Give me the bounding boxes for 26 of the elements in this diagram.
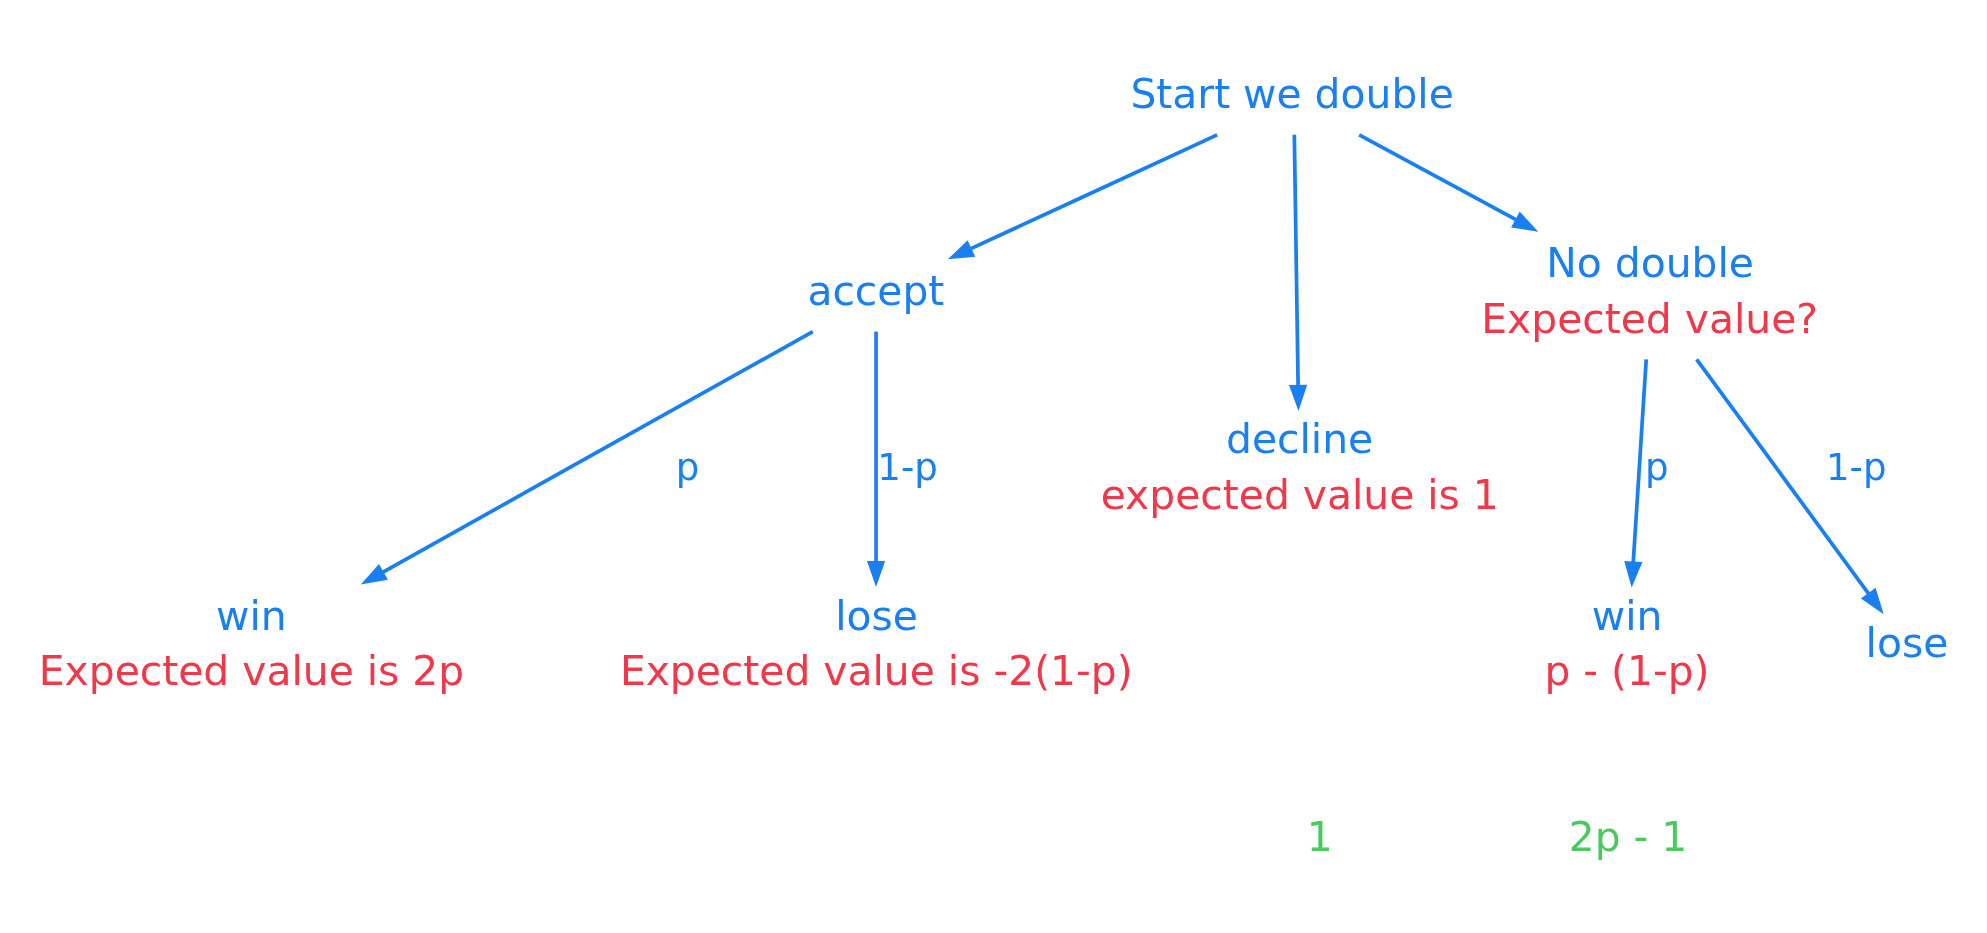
arrow [1695,357,1884,614]
node-label: Expected value? [1481,294,1818,343]
node-text: win [216,591,287,640]
edge-label: p [675,445,700,489]
edge-label: 1-p [1826,445,1887,489]
node-label: Expected value is 2p [38,646,465,695]
node-text: Start we double [1130,69,1454,118]
node-text: decline [1226,414,1374,463]
label: 1 [1306,812,1333,861]
edge-label: 1-p [877,445,938,489]
arrow [1288,134,1308,411]
node-label: Expected value is -2(1-p) [619,646,1133,695]
node-text: accept [807,266,945,315]
node-label: p - (1-p) [1544,646,1710,695]
node-text: win [1591,591,1663,640]
arrow [1624,358,1649,587]
arrow [866,331,886,587]
node-label: expected value is 1 [1100,470,1499,519]
label: 2p - 1 [1568,812,1688,861]
arrow [1358,132,1539,232]
arrow [360,329,814,585]
node-text: lose [1865,618,1949,667]
node-text: lose [835,591,918,640]
edge-label: p [1644,445,1669,489]
node-text: No double [1546,238,1754,287]
arrow [947,132,1218,259]
